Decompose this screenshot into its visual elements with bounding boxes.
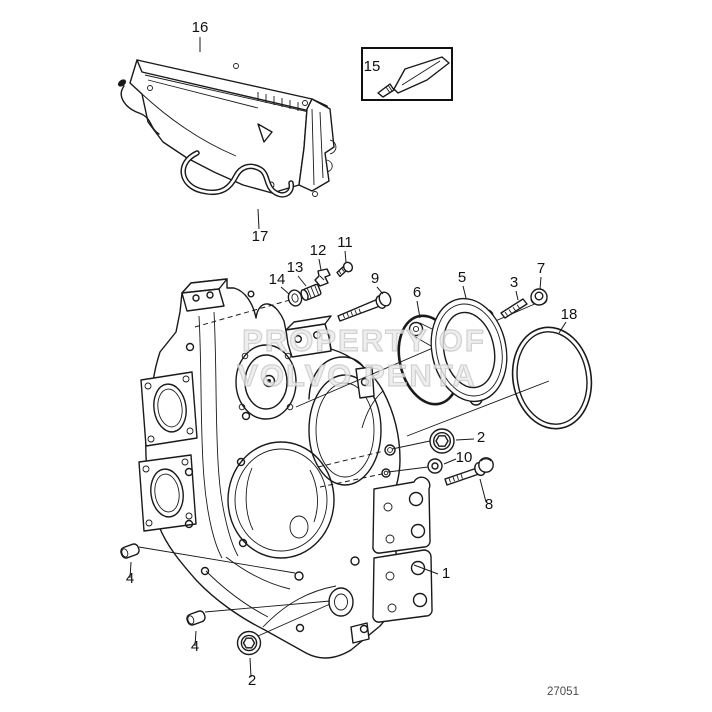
callout-8: 8: [485, 496, 493, 513]
part-4-pin-lower: [186, 610, 206, 626]
housing-square-boss: [350, 622, 370, 644]
callout-1: 1: [442, 565, 450, 582]
callout-2-upper: 2: [477, 429, 485, 446]
callout-11: 11: [337, 234, 353, 251]
housing-round-cover-boss: [235, 344, 297, 420]
callout-9: 9: [371, 270, 379, 287]
part-4-pin-upper: [120, 543, 140, 559]
part-9-bolt: [337, 291, 392, 322]
housing-bolt-holes: [184, 290, 369, 634]
callout-18: 18: [561, 306, 578, 323]
part-2-hex-plug-lower: [236, 630, 262, 656]
housing-right-mount-plate-lower: [372, 549, 433, 623]
callouts: 16 15 17 11 12 13 14 9 6 5 3 7 18 2 10 8…: [126, 19, 578, 689]
part-18-ring: [511, 326, 593, 430]
callout-10: 10: [456, 449, 473, 466]
part-13-bushing: [300, 283, 322, 301]
watermark-line2: VOLVO PENTA: [237, 358, 477, 393]
watermark: PROPERTY OF VOLVO PENTA: [237, 322, 486, 393]
sensor-wire: [117, 79, 160, 135]
part-10-nut: [427, 458, 443, 474]
part-8-bolt: [444, 457, 494, 486]
drawing-number: 27051: [547, 686, 579, 698]
housing-secondary-opening: [308, 356, 382, 486]
part-16-timing-cover: [117, 59, 337, 198]
part-3-stud: [500, 298, 528, 319]
callout-7: 7: [537, 260, 545, 277]
callout-12: 12: [310, 242, 327, 259]
part-15-sealant-box: [361, 47, 453, 101]
part-11-screw: [336, 261, 354, 278]
part-17-gasket: [180, 150, 295, 198]
housing-right-mount-plate-upper: [372, 476, 431, 554]
callout-14: 14: [269, 271, 286, 288]
callout-13: 13: [287, 259, 304, 276]
part-7-nut: [530, 288, 548, 306]
sealant-tube-icon: [377, 56, 450, 98]
part-2-hex-plug-upper: [429, 428, 455, 454]
watermark-line1: PROPERTY OF: [242, 323, 486, 358]
housing-left-upper-flange: [140, 371, 198, 447]
assembly-axis-lines: [138, 299, 550, 637]
callout-4-lower: 4: [191, 638, 199, 655]
housing-large-opening: [227, 441, 335, 559]
housing-seal-bore: [328, 587, 354, 617]
housing-threaded-bosses: [381, 444, 396, 478]
callout-2-lower: 2: [248, 672, 256, 689]
callout-4-upper: 4: [126, 570, 134, 587]
callout-3: 3: [510, 274, 518, 291]
callout-6: 6: [413, 284, 421, 301]
callout-16: 16: [192, 19, 209, 36]
part-12-clip: [314, 268, 331, 287]
housing-left-lower-flange: [138, 454, 197, 532]
housing-top-mount-boss: [181, 278, 228, 312]
part-5-cover: [408, 297, 508, 406]
callout-15: 15: [364, 58, 381, 75]
callout-17: 17: [252, 228, 269, 245]
housing-center-bracket: [285, 315, 332, 358]
part-1-flywheel-housing: [138, 278, 433, 659]
part-14-washer: [287, 289, 303, 307]
callout-5: 5: [458, 269, 466, 286]
